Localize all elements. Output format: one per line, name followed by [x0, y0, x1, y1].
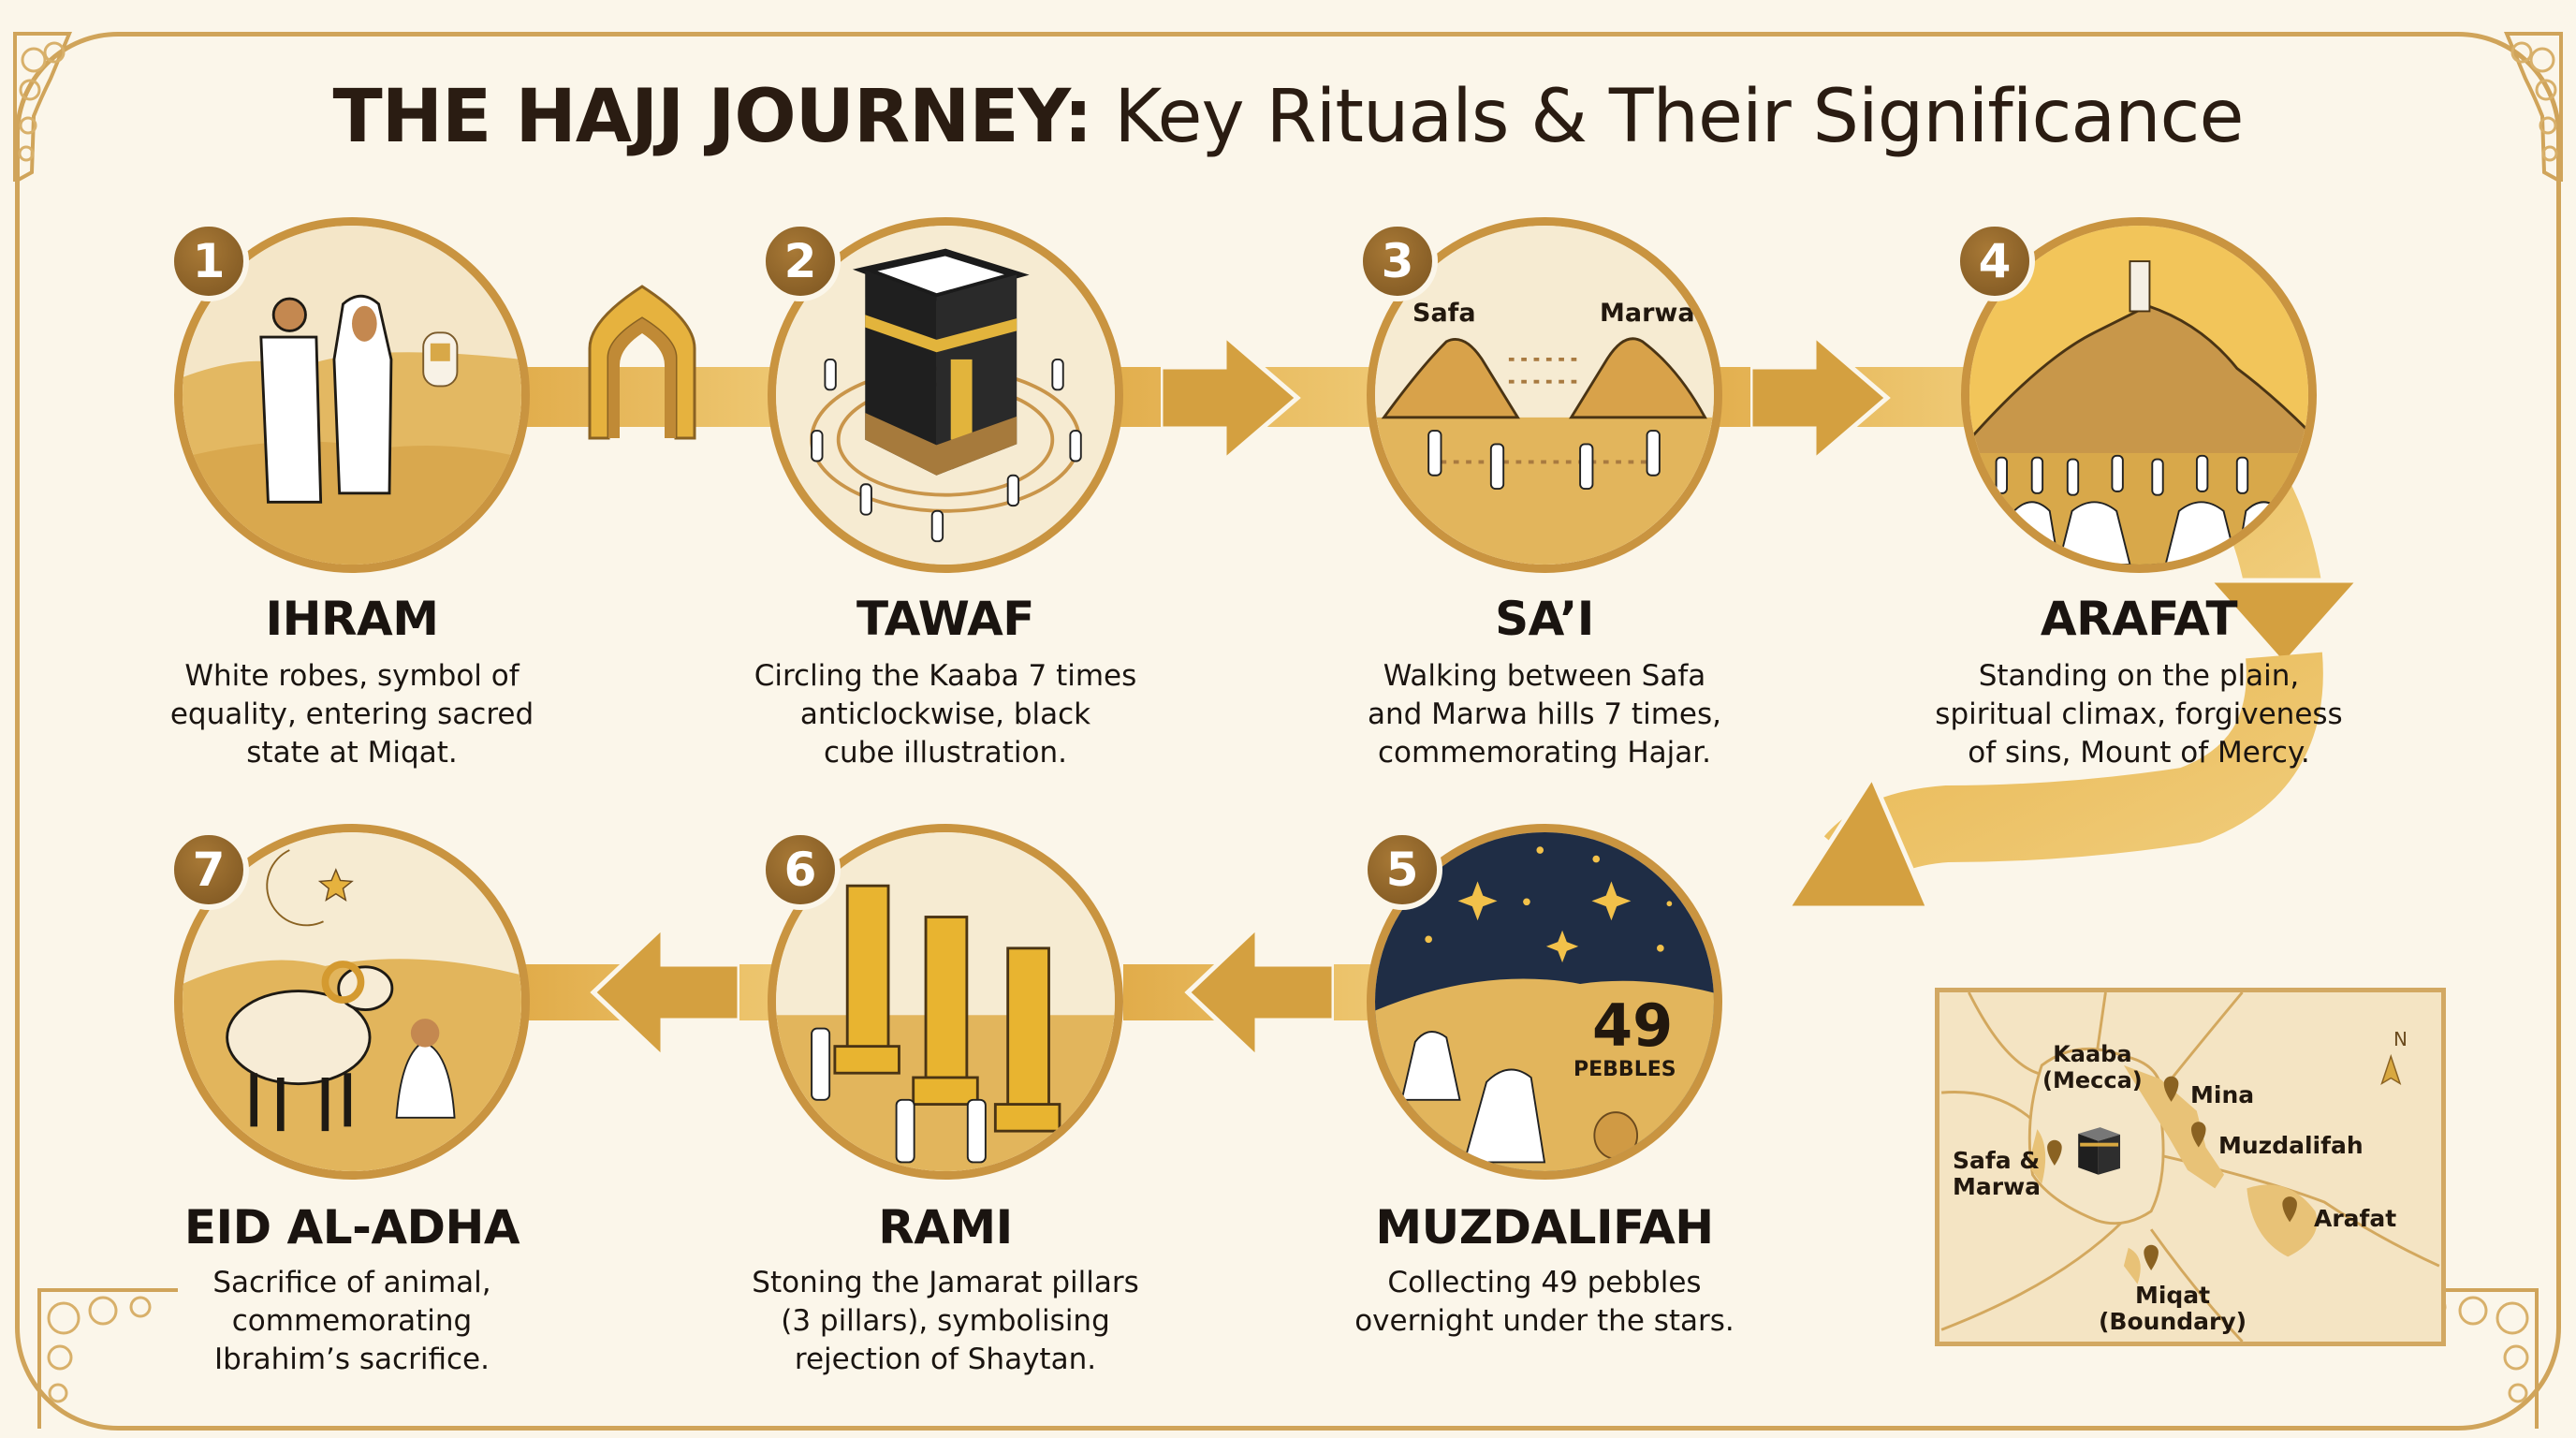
map-pin-icon	[2047, 1076, 2297, 1271]
pilgrims-in-ihram-icon	[174, 217, 530, 573]
step-title: ARAFAT	[2040, 592, 2238, 646]
route-map: N Kaaba (Mecca) Mina Muzdalifah Safa & M…	[1935, 988, 2446, 1346]
kaaba-icon	[768, 217, 1123, 573]
decorative-frame	[15, 32, 2561, 1431]
map-label-miqat: Miqat (Boundary)	[2099, 1282, 2247, 1335]
compass-north-icon	[2380, 1053, 2402, 1086]
step-number-badge: 4	[1954, 221, 2035, 301]
step-number-badge: 7	[168, 829, 249, 910]
step-title: MUZDALIFAH	[1375, 1200, 1714, 1255]
step-description: Walking between Safa and Marwa hills 7 t…	[1368, 659, 1721, 770]
hill-label-marwa: Marwa	[1600, 299, 1695, 328]
compass-north-label: N	[2393, 1028, 2408, 1050]
step-number-badge: 1	[168, 221, 249, 301]
arrow-left-icon	[1184, 927, 1334, 1058]
step-title: IHRAM	[265, 592, 439, 646]
step-number-badge: 3	[1357, 221, 1438, 301]
step-description: Circling the Kaaba 7 times anticlockwise…	[754, 659, 1137, 770]
step-number-badge: 6	[760, 829, 841, 910]
step-title: SA’I	[1495, 592, 1594, 646]
pebble-count: 49	[1592, 991, 1674, 1060]
hill-label-safa: Safa	[1412, 299, 1476, 328]
map-label-arafat: Arafat	[2314, 1205, 2397, 1232]
map-label-muzdalifah: Muzdalifah	[2218, 1132, 2364, 1159]
step-description: Stoning the Jamarat pillars (3 pillars),…	[752, 1266, 1139, 1376]
arrow-right-icon	[1750, 335, 1891, 461]
step-description: Standing on the plain, spiritual climax,…	[1935, 659, 2343, 770]
ram-crescent-icon	[174, 824, 530, 1180]
page-title: THE HAJJ JOURNEY: Key Rituals & Their Si…	[0, 75, 2576, 159]
arrow-left-icon	[590, 927, 739, 1058]
ornament-corner-bottom-left	[37, 1281, 178, 1431]
map-kaaba-icon	[2078, 1127, 2121, 1175]
step-description: Sacrifice of animal, commemorating Ibrah…	[212, 1266, 491, 1376]
map-roads-icon	[1940, 992, 2440, 1342]
step-number-badge: 5	[1362, 829, 1442, 910]
jamarat-pillars-icon	[768, 824, 1123, 1180]
step-title: TAWAF	[856, 592, 1034, 646]
ornament-corner-top-left	[13, 32, 125, 185]
pebble-collecting-icon: 49 PEBBLES	[1367, 824, 1722, 1180]
step-title: RAMI	[878, 1200, 1013, 1255]
step-title: EID AL-ADHA	[183, 1200, 520, 1255]
page-title-subtitle: Key Rituals & Their Significance	[1091, 75, 2244, 159]
map-label-safa-marwa: Safa & Marwa	[1953, 1147, 2042, 1200]
step-description: White robes, symbol of equality, enterin…	[169, 659, 534, 770]
miqat-gate-icon	[588, 285, 696, 440]
ornament-corner-top-right	[2451, 32, 2563, 185]
step-number-badge: 2	[760, 221, 841, 301]
pebble-unit: PEBBLES	[1573, 1058, 1676, 1081]
step-description: Collecting 49 pebbles overnight under th…	[1354, 1266, 1734, 1338]
map-label-kaaba: Kaaba (Mecca)	[2042, 1041, 2143, 1093]
map-label-mina: Mina	[2190, 1081, 2255, 1108]
page-title-bold: THE HAJJ JOURNEY:	[332, 75, 1093, 159]
arrow-right-icon	[1161, 335, 1301, 461]
